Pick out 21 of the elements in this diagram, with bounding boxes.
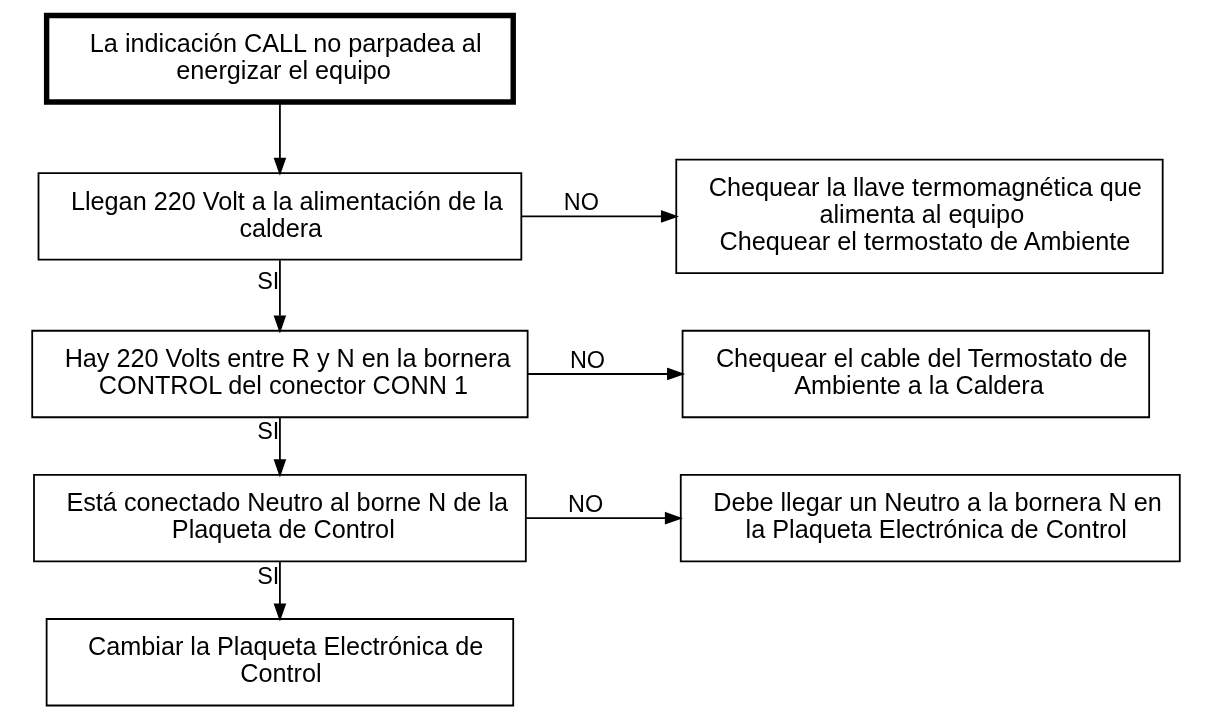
node-box: La indicación CALL no parpadea al energizar el equipo (43, 12, 516, 105)
arrow (273, 417, 286, 478)
edge-label: SI (256, 268, 279, 295)
edge-label: NO (569, 346, 605, 373)
node-box: Debe llegar un Neutro a la bornera N en la Plaqueta Electrónica de Control (679, 474, 1181, 563)
node-box: Chequear el cable del Termostato de Ambiente a la Caldera (681, 329, 1150, 419)
node-box: Cambiar la Plaqueta Electrónica de Control (45, 618, 514, 707)
node-box: Está conectado Neutro al borne N de la Plaqueta de Control (32, 474, 527, 563)
edge-label: SI (256, 562, 279, 589)
arrow (273, 561, 286, 622)
edge-label: NO (567, 490, 603, 517)
arrow (526, 367, 685, 381)
node-box: Hay 220 Volts entre R y N en la bornera CONTROL del conector CONN 1 (30, 329, 529, 419)
arrow (273, 259, 286, 334)
node-box: Chequear la llave termomagnética que alimenta al equipo Chequear el termostato de Ambiente (674, 158, 1164, 274)
arrow (273, 101, 286, 176)
arrow (524, 511, 683, 525)
node-box: Llegan 220 Volt a la alimentación de la caldera (37, 172, 522, 261)
edge-label: NO (563, 188, 599, 215)
edge-label: SI (256, 418, 279, 445)
arrow (520, 210, 679, 223)
